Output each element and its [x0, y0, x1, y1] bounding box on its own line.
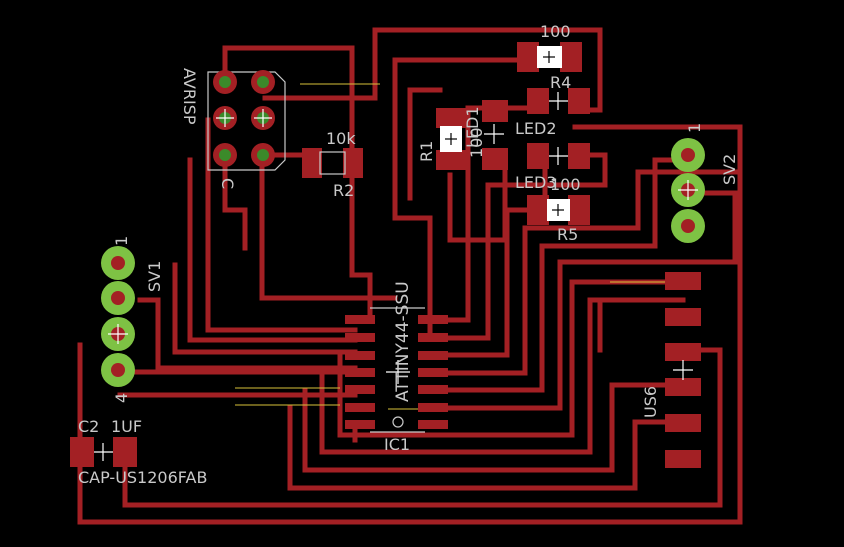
r4-name-label: R4: [550, 73, 571, 92]
ic1-part-label: ATTINY44-SSU: [393, 281, 413, 402]
led-led3[interactable]: LED3: [515, 143, 590, 192]
connector-us6[interactable]: US6: [641, 272, 701, 468]
r1-value-label: 100: [467, 127, 486, 158]
led2-label: LED2: [515, 119, 557, 138]
led3-label: LED3: [515, 173, 557, 192]
avrisp-label: AVRISP: [180, 68, 199, 125]
r2-value-label: 10k: [326, 129, 356, 148]
avrisp-pin-label: C: [218, 178, 237, 189]
resistor-r4[interactable]: 100 R4: [517, 22, 582, 92]
r5-value-label: 100: [550, 175, 581, 194]
sv1-pin1-label: 1: [112, 236, 131, 246]
capacitor-c2[interactable]: C2 1UF CAP-US1206FAB: [70, 417, 207, 487]
airwires: [235, 83, 683, 410]
ic-ic1[interactable]: ATTINY44-SSU IC1: [345, 281, 448, 454]
c2-value-label: 1UF: [111, 417, 142, 436]
header-sv1[interactable]: SV1 1 4: [101, 236, 164, 403]
copper-traces: [77, 27, 743, 525]
sv1-label: SV1: [145, 261, 164, 292]
resistor-r2[interactable]: 10k R2: [302, 129, 363, 200]
us6-label: US6: [641, 386, 660, 418]
resistor-r5[interactable]: 100 R5: [527, 175, 590, 244]
led1-label: LED1: [463, 106, 482, 148]
led-led2[interactable]: LED2: [515, 88, 590, 138]
header-sv2[interactable]: SV2 1: [671, 123, 739, 243]
c2-name-label: C2: [78, 417, 99, 436]
c2-package-label: CAP-US1206FAB: [78, 468, 207, 487]
sv2-label: SV2: [720, 154, 739, 185]
avrisp-header[interactable]: AVRISP C: [180, 68, 286, 189]
r1-name-label: R1: [417, 141, 436, 162]
r2-name-label: R2: [333, 181, 354, 200]
led-led1[interactable]: LED1: [463, 100, 508, 170]
sv2-pin1-label: 1: [685, 123, 704, 133]
r5-name-label: R5: [557, 225, 578, 244]
r4-value-label: 100: [540, 22, 571, 41]
ic1-name-label: IC1: [384, 435, 410, 454]
resistor-r1[interactable]: R1 100: [417, 108, 486, 170]
sv1-pin4-label: 4: [112, 393, 131, 403]
